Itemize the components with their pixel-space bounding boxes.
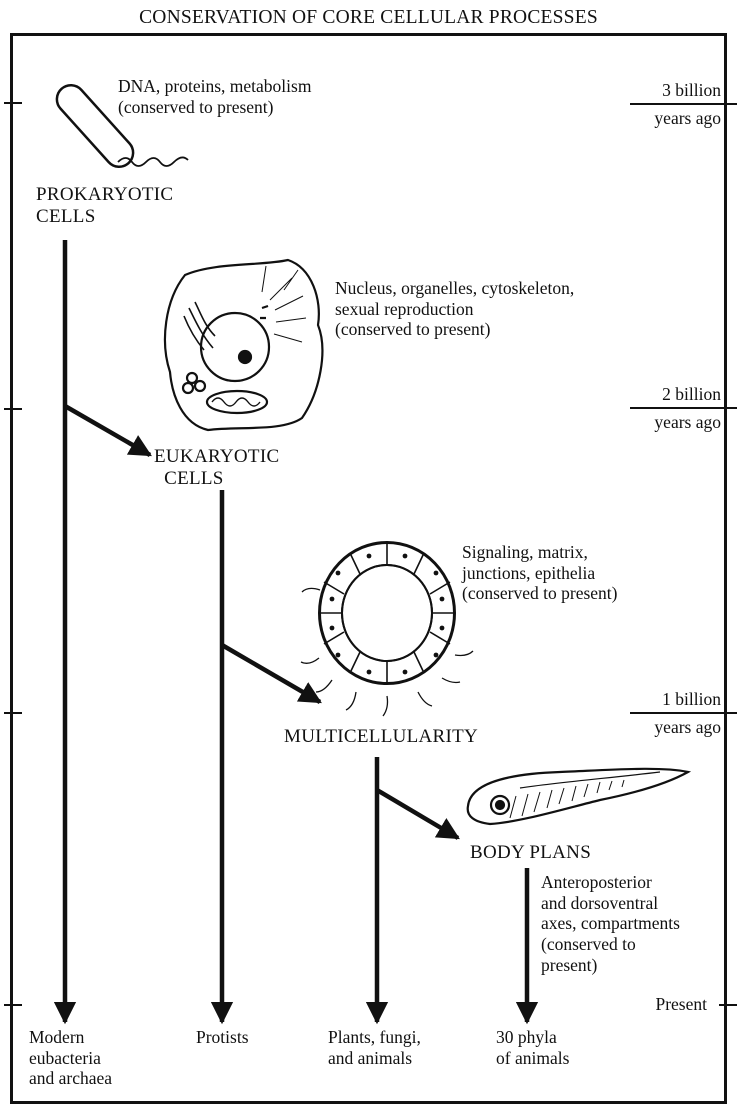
time-1-billion-top: 1 billion: [662, 689, 721, 710]
fish-illustration: [468, 769, 688, 824]
arrow-to-multicellularity: [222, 645, 320, 702]
multicellularity-label: MULTICELLULARITY: [284, 726, 478, 748]
time-1-billion-bottom: years ago: [654, 717, 721, 738]
body-plans-label: BODY PLANS: [470, 842, 591, 864]
prokaryote-note: DNA, proteins, metabolism (conserved to …: [118, 76, 311, 117]
time-3-billion-top: 3 billion: [662, 80, 721, 101]
outcome-modern: Modern eubacteria and archaea: [29, 1027, 112, 1089]
arrow-to-eukaryotes: [65, 406, 150, 455]
multicellularity-note: Signaling, matrix, junctions, epithelia …: [462, 542, 618, 604]
arrow-to-body-plans: [377, 790, 458, 838]
outcome-plants: Plants, fungi, and animals: [328, 1027, 421, 1068]
outcome-protists: Protists: [196, 1027, 249, 1048]
eukaryotic-cell-illustration: [165, 260, 322, 430]
eukaryotic-cells-label: EUKARYOTIC CELLS: [154, 446, 279, 491]
time-2-billion-bottom: years ago: [654, 412, 721, 433]
time-present: Present: [655, 994, 707, 1015]
time-rules: [630, 104, 737, 1005]
outcome-phyla: 30 phyla of animals: [496, 1027, 569, 1068]
epithelium-illustration: [301, 542, 473, 716]
page-title: CONSERVATION OF CORE CELLULAR PROCESSES: [0, 6, 737, 29]
time-3-billion-bottom: years ago: [654, 108, 721, 129]
prokaryotic-cells-label: PROKARYOTIC CELLS: [36, 184, 173, 229]
time-2-billion-top: 2 billion: [662, 384, 721, 405]
eukaryote-note: Nucleus, organelles, cytoskeleton, sexua…: [335, 278, 574, 340]
body-plans-note: Anteroposterior and dorsoventral axes, c…: [541, 872, 680, 975]
left-tick-marks: [4, 103, 22, 1005]
